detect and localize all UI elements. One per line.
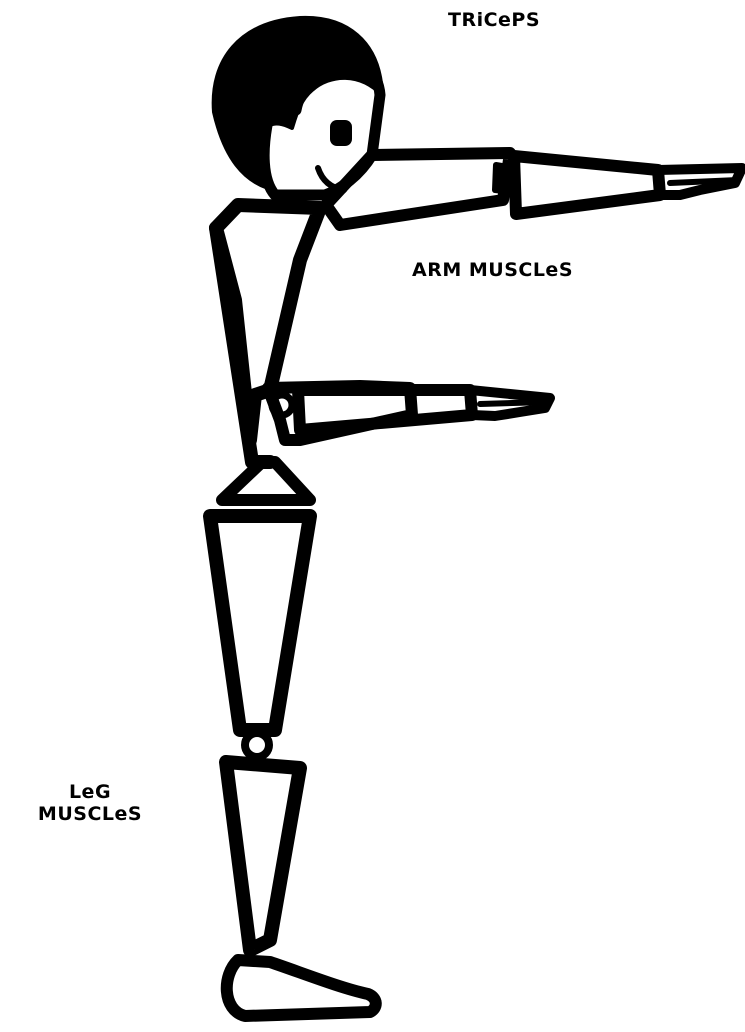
label-arm-muscles: ARM MUSCLeS [412,259,573,281]
foot [227,960,376,1016]
label-leg-muscles: LeG MUSCLeS [20,781,160,825]
forearm-far [514,156,660,214]
label-triceps: TRiCePS [448,9,540,31]
shin [226,762,300,950]
eye [330,120,352,146]
forearm-near [298,390,472,430]
hand-near-fingers [480,402,548,404]
hand-far-fingers [670,180,738,183]
mouth [318,168,344,190]
knee-joint [245,733,269,757]
upper-arm-far [326,153,510,225]
thigh [210,516,310,730]
elbow-near-joint [272,395,292,415]
pelvis [222,462,310,500]
label-leg-line1: LeG [20,781,160,803]
label-leg-line2: MUSCLeS [20,803,160,825]
